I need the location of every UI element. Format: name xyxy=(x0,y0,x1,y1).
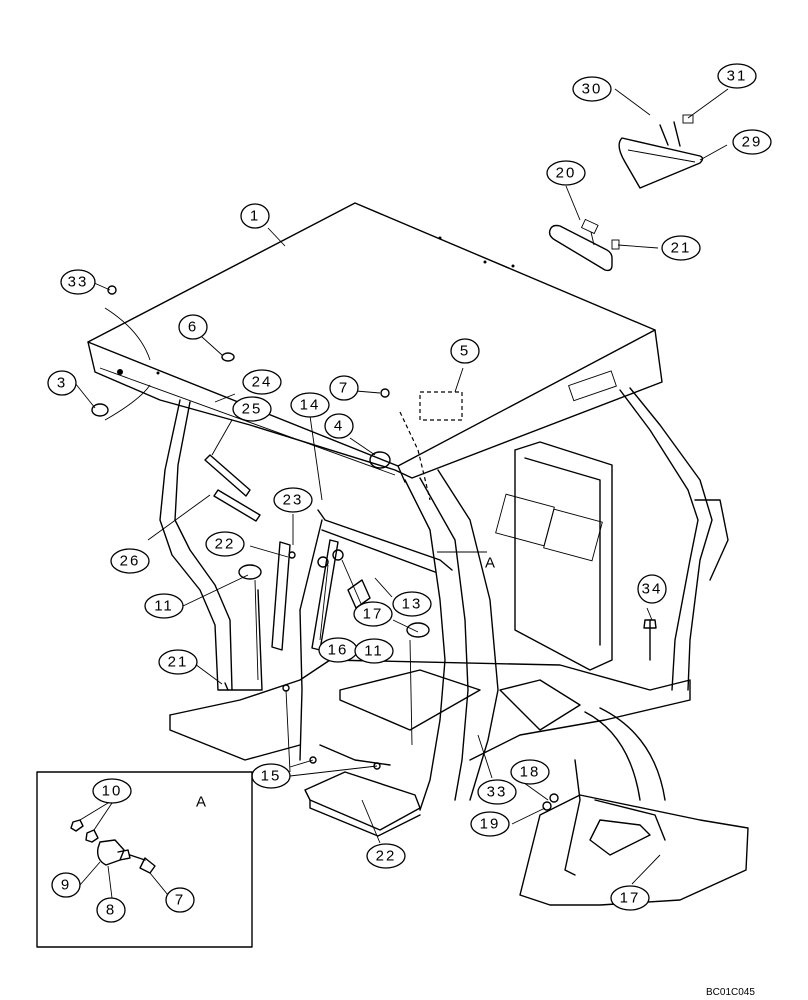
callout-7-detail: 7 xyxy=(165,887,195,913)
callout-11-right: 11 xyxy=(354,638,394,664)
callout-14: 16 xyxy=(318,637,358,663)
callout-16: 15 xyxy=(251,763,291,789)
svg-text:19: 19 xyxy=(480,816,501,833)
svg-text:9: 9 xyxy=(61,877,71,894)
svg-text:20: 20 xyxy=(556,165,577,182)
detail-a-label: A xyxy=(196,794,206,811)
callout-12: 14 xyxy=(290,392,330,418)
drawing-code: BC01C045 xyxy=(706,987,755,998)
svg-text:22: 22 xyxy=(215,536,236,553)
cab-marker-a: A xyxy=(485,555,495,572)
callout-6: 5 xyxy=(450,338,480,364)
callout-8: 8 xyxy=(96,897,126,923)
svg-text:3: 3 xyxy=(57,375,67,392)
mirror-large xyxy=(618,114,704,189)
svg-text:25: 25 xyxy=(242,401,263,418)
leader-lines xyxy=(74,88,729,885)
svg-text:1: 1 xyxy=(250,208,260,225)
callout-27: 25 xyxy=(232,396,272,422)
callout-13: 13 xyxy=(392,591,432,617)
svg-text:24: 24 xyxy=(252,374,273,391)
callout-4: 4 xyxy=(324,413,354,439)
callout-23: 21 xyxy=(158,649,198,675)
svg-text:13: 13 xyxy=(402,596,423,613)
svg-text:15: 15 xyxy=(261,768,282,785)
callout-34: 34 xyxy=(637,574,667,604)
callout-15: 17 xyxy=(353,601,393,627)
svg-text:16: 16 xyxy=(328,642,349,659)
svg-text:17: 17 xyxy=(363,606,384,623)
svg-text:22: 22 xyxy=(376,848,397,865)
callout-24: 22 xyxy=(205,531,245,557)
callout-1: 1 xyxy=(240,203,270,229)
svg-text:23: 23 xyxy=(283,492,304,509)
mirror-small xyxy=(548,218,620,272)
callout-18: 18 xyxy=(510,759,550,785)
roof-panel xyxy=(87,202,663,483)
callout-32: 33 xyxy=(477,779,517,805)
svg-text:21: 21 xyxy=(168,654,189,671)
svg-text:10: 10 xyxy=(102,783,123,800)
floor-panel xyxy=(519,759,749,906)
callout-22: 22 xyxy=(366,843,406,869)
svg-text:14: 14 xyxy=(300,397,321,414)
svg-text:18: 18 xyxy=(520,764,541,781)
callout-9: 9 xyxy=(51,872,81,898)
callout-5: 6 xyxy=(178,314,208,340)
svg-text:33: 33 xyxy=(487,784,508,801)
callout-3: 3 xyxy=(47,370,77,396)
callout-33: 33 xyxy=(60,269,96,295)
callout-11-left: 11 xyxy=(144,593,184,619)
svg-text:6: 6 xyxy=(188,319,198,336)
callout-28: 26 xyxy=(110,548,150,574)
svg-text:17: 17 xyxy=(620,890,641,907)
svg-text:7: 7 xyxy=(339,380,349,397)
callout-20: 20 xyxy=(546,160,586,186)
callout-25: 23 xyxy=(273,487,313,513)
svg-text:30: 30 xyxy=(582,81,603,98)
callout-bubbles: 1 33 6 3 24 25 14 7 5 4 23 22 26 11 17 1… xyxy=(47,63,772,911)
callout-29: 29 xyxy=(732,129,772,155)
svg-text:8: 8 xyxy=(106,902,116,919)
svg-text:11: 11 xyxy=(364,643,384,660)
svg-text:7: 7 xyxy=(175,892,185,909)
svg-text:34: 34 xyxy=(642,581,663,598)
svg-text:26: 26 xyxy=(120,553,141,570)
detail-a-box: A 10 9 8 7 xyxy=(36,771,253,948)
svg-text:11: 11 xyxy=(154,598,174,615)
callout-10: 10 xyxy=(92,778,132,804)
svg-text:21: 21 xyxy=(671,240,692,257)
svg-text:33: 33 xyxy=(68,274,89,291)
callout-21: 21 xyxy=(661,235,701,261)
callout-17: 17 xyxy=(610,885,650,911)
callout-7: 7 xyxy=(329,375,359,401)
small-parts xyxy=(91,285,657,811)
svg-text:4: 4 xyxy=(334,418,344,435)
svg-text:29: 29 xyxy=(742,134,763,151)
callout-26: 24 xyxy=(242,369,282,395)
callout-30: 30 xyxy=(572,76,612,102)
cab-frame xyxy=(159,387,729,837)
svg-text:31: 31 xyxy=(727,68,748,85)
callout-19: 19 xyxy=(470,811,510,837)
callout-31: 31 xyxy=(717,63,757,89)
svg-text:5: 5 xyxy=(460,343,470,360)
